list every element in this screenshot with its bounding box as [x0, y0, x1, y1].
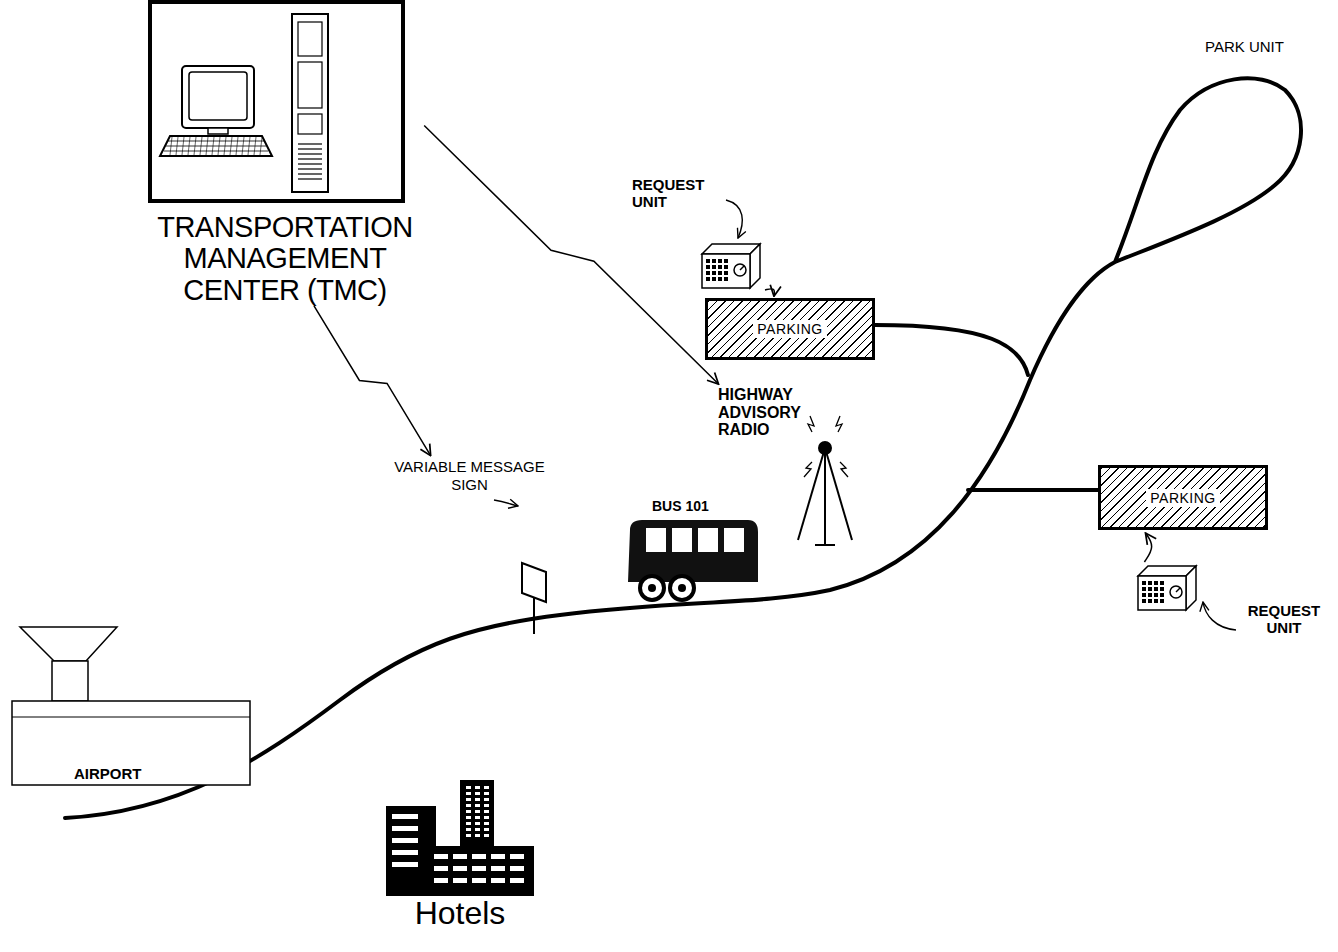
- request-unit-art: [700, 240, 762, 294]
- request-unit-device: [1136, 562, 1198, 612]
- bus-illustration: [622, 518, 762, 608]
- node-label: HIGHWAY ADVISORY RADIO: [718, 386, 810, 439]
- radio-link-arrow: [424, 125, 718, 384]
- node-label: PARKING: [1146, 489, 1219, 507]
- bus: BUS 101: [622, 498, 762, 608]
- hotels-illustration: [380, 780, 540, 898]
- area-label: PARK UNIT: [1205, 38, 1284, 55]
- hotels-art: [380, 780, 540, 902]
- node-label: TRANSPORTATION MANAGEMENT CENTER (TMC): [140, 212, 430, 306]
- node-label: Hotels: [380, 780, 540, 931]
- tmc-frame: [148, 0, 405, 203]
- node-label: REQUEST UNIT: [1238, 562, 1330, 637]
- leader-line: [1203, 602, 1236, 630]
- radio-label: HIGHWAY ADVISORY RADIO: [718, 386, 810, 439]
- node-label: VARIABLE MESSAGE SIGN: [377, 458, 562, 494]
- request-unit-device: [700, 240, 762, 290]
- parking-box: PARKING: [705, 298, 875, 360]
- request-arrow: [765, 289, 774, 296]
- request-unit: REQUEST UNIT: [1128, 562, 1333, 650]
- request-unit-art: [1136, 562, 1198, 616]
- sign-label: VARIABLE MESSAGE SIGN: [377, 458, 562, 494]
- airport: AIRPORT: [10, 625, 254, 790]
- node-label: PARKING: [753, 320, 826, 338]
- node-label: REQUEST UNIT: [632, 176, 724, 211]
- hotels: Hotels: [380, 780, 540, 931]
- radio-tower: [798, 416, 852, 545]
- request-unit: REQUEST UNIT: [632, 176, 772, 290]
- radio-link-arrow: [314, 306, 431, 456]
- node-label: BUS 101: [622, 498, 762, 514]
- parking-box: PARKING: [1098, 465, 1268, 530]
- bus-art: [622, 518, 762, 612]
- center-box: TRANSPORTATION MANAGEMENT CENTER (TMC): [140, 0, 430, 306]
- leader-line: [494, 500, 518, 506]
- request-arrow: [1144, 533, 1151, 562]
- leader-line: [726, 200, 742, 238]
- variable-message-sign: [522, 563, 546, 634]
- computer-illustration: [152, 4, 401, 199]
- node-label: AIRPORT: [10, 625, 254, 782]
